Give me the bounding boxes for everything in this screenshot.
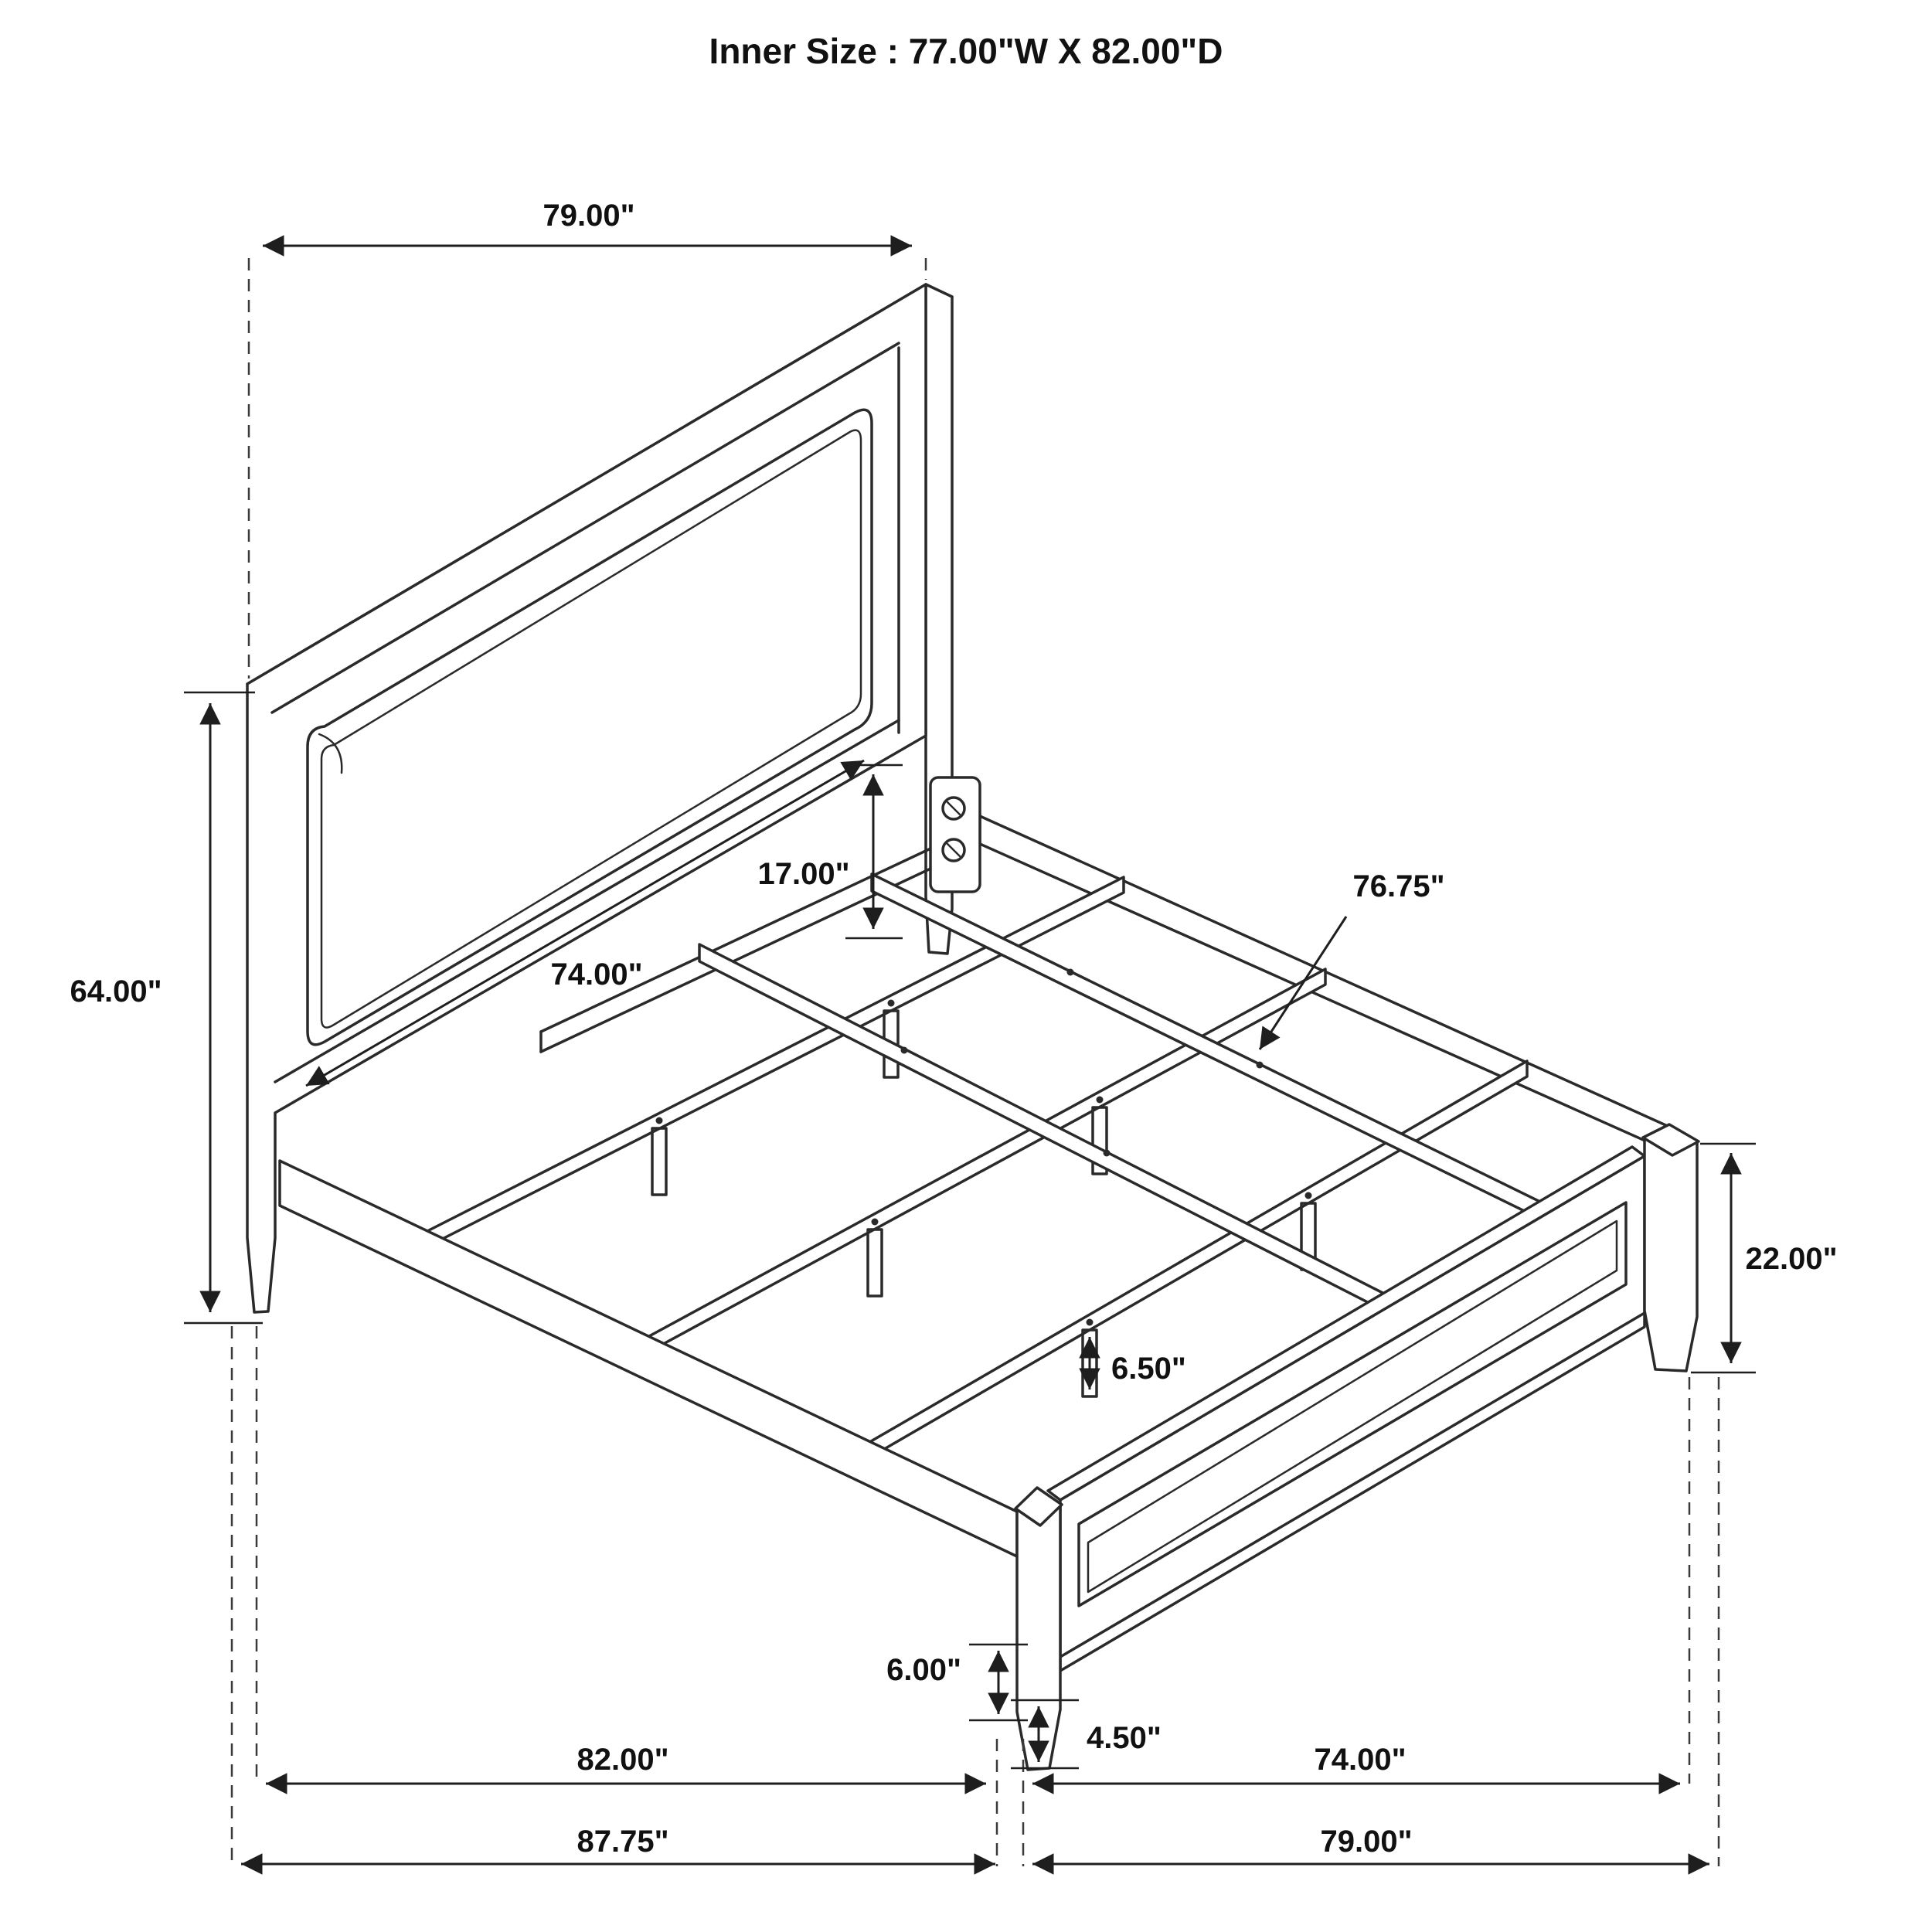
bed-frame-drawing bbox=[246, 283, 1700, 1771]
dim-overall-width-label: 79.00" bbox=[1320, 1825, 1412, 1859]
dim-slat-leg-label: 6.50" bbox=[1111, 1352, 1186, 1386]
dim-slat-length-label: 76.75" bbox=[1352, 869, 1444, 903]
dim-headboard-width-label: 79.00" bbox=[543, 199, 634, 233]
dim-footboard-height-label: 22.00" bbox=[1745, 1242, 1837, 1276]
diagram-title: Inner Size : 77.00"W X 82.00"D bbox=[709, 31, 1223, 71]
dim-foot-leg-label: 4.50" bbox=[1087, 1721, 1162, 1755]
rail-dots bbox=[900, 968, 1264, 1157]
tick-marks bbox=[184, 691, 1756, 1770]
dim-side-rail-length-label: 82.00" bbox=[577, 1743, 668, 1777]
footboard-right-post bbox=[1643, 1136, 1699, 1372]
mounting-bracket bbox=[929, 776, 981, 893]
leader-slat-length bbox=[1258, 916, 1348, 1050]
footboard bbox=[1014, 1123, 1700, 1771]
dim-footboard-inner-width-label: 74.00" bbox=[1314, 1743, 1406, 1777]
screw-dots bbox=[655, 999, 1312, 1326]
dimension-lines bbox=[199, 235, 1742, 1875]
dim-headboard-height-label: 64.00" bbox=[70, 975, 162, 1009]
near-side-rail bbox=[278, 1159, 1019, 1558]
dim-overall-depth-label: 87.75" bbox=[577, 1825, 668, 1859]
dim-panel-to-rail-label: 17.00" bbox=[757, 857, 849, 891]
dim-rail-clearance-label: 6.00" bbox=[886, 1653, 961, 1687]
dim-headboard-inner-width-label: 74.00" bbox=[550, 957, 642, 992]
dim-line-headboard-inner-width bbox=[305, 759, 865, 1087]
slat-leg bbox=[1091, 1106, 1108, 1175]
extension-lines bbox=[230, 258, 1720, 1866]
slat-leg bbox=[866, 1228, 883, 1298]
slat-leg bbox=[651, 1127, 668, 1196]
